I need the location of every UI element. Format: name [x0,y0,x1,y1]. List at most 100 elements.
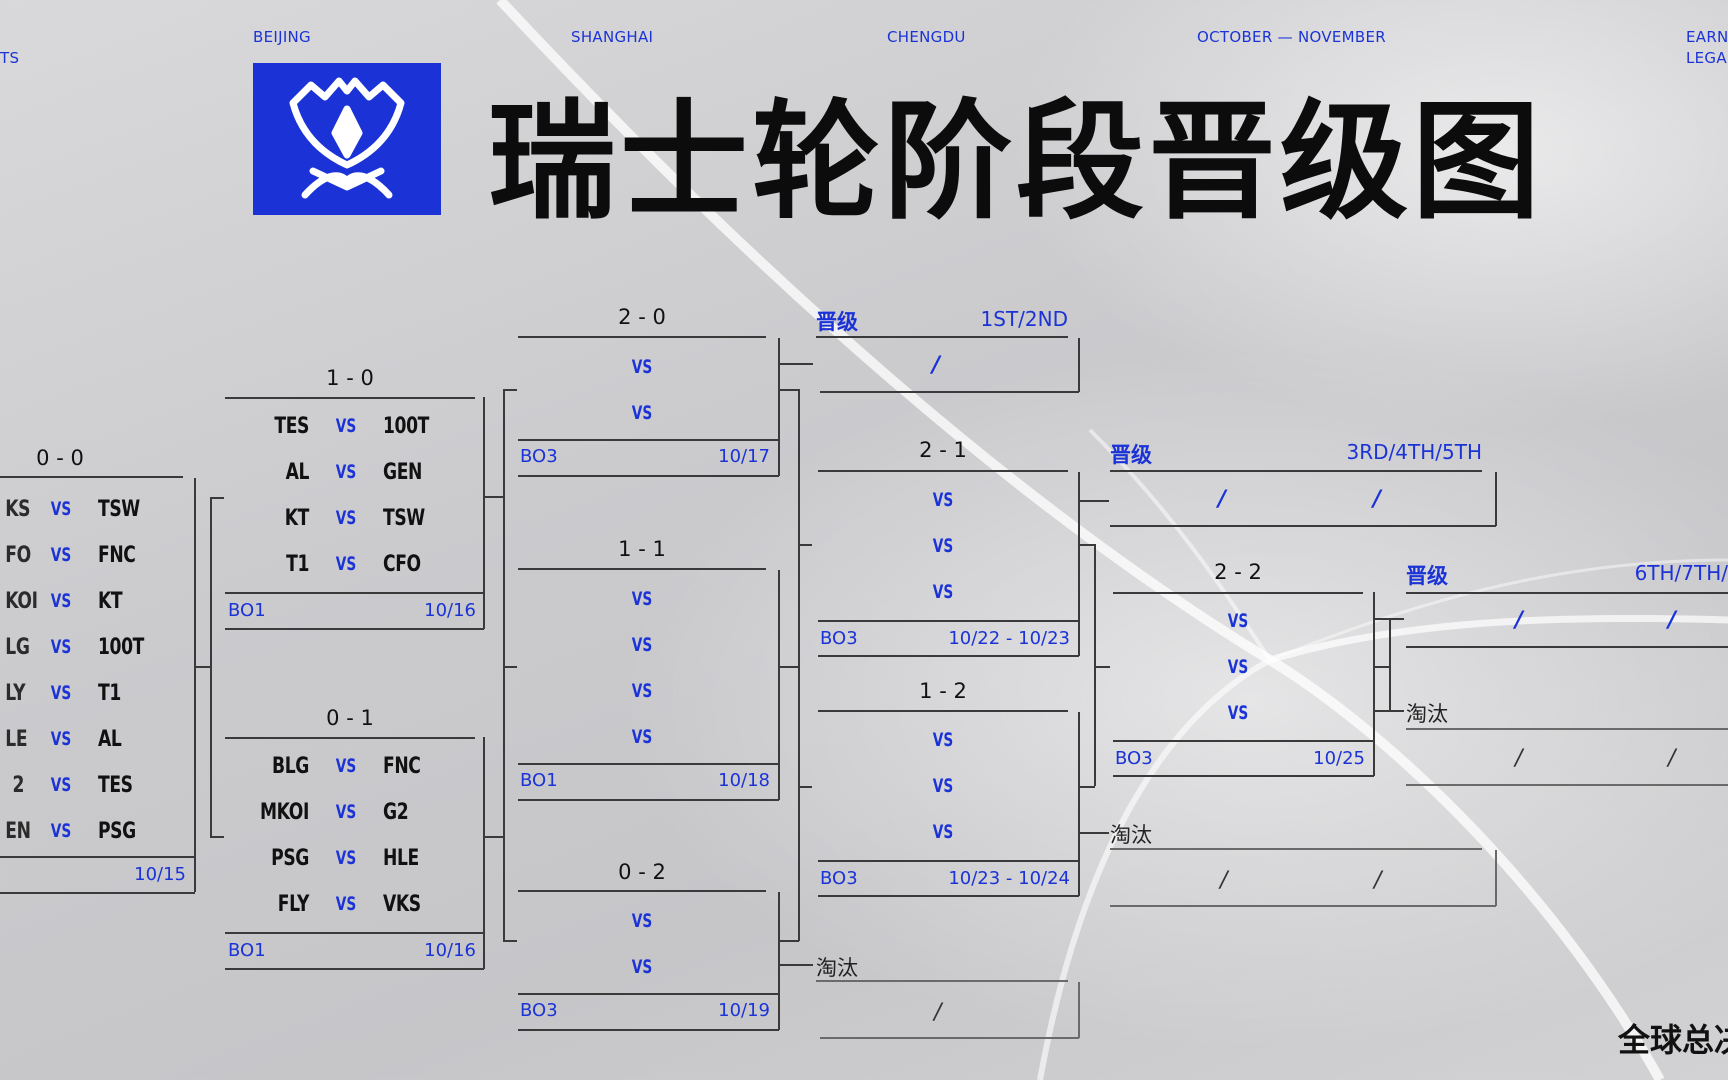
vs-label: VS [50,774,72,796]
eliminated-3-slot-2: / [1668,746,1676,771]
eliminated-1-title: 淘汰 [816,956,858,980]
match-row: MKOI VS G2 [225,789,485,835]
team-right: FNC [383,753,421,779]
vs-label: VS [932,775,954,797]
vs-label: VS [631,956,653,978]
qualified-1-places: 1ST/2ND [980,307,1068,331]
round-0-1-date: 10/16 [424,940,476,961]
round-2-2-format: BO3 [1115,748,1153,769]
team-right: G2 [383,799,409,825]
team-left: TES [274,413,309,439]
vs-label: VS [335,755,357,777]
round-1-2-format: BO3 [820,868,858,889]
vs-label: VS [335,801,357,823]
vs-label: VS [335,847,357,869]
header-dates: OCTOBER — NOVEMBER [1197,28,1387,46]
team-right: 100T [98,634,144,660]
vs-label: VS [1227,656,1249,678]
round-0-2-date: 10/19 [718,1000,770,1021]
round-1-1-label: 1 - 1 [618,537,666,561]
team-left: MKOI [259,799,309,825]
round-1-0-label: 1 - 0 [326,366,374,390]
qualified-2-slot-1: / [1218,487,1227,512]
qualified-3-places: 6TH/7TH/ [1634,561,1728,585]
eliminated-2-slot-2: / [1374,868,1382,893]
vs-label: VS [335,893,357,915]
round-0-1-label: 0 - 1 [326,706,374,730]
team-left: FO [5,542,31,568]
vs-label: VS [50,590,72,612]
team-right: T1 [98,680,121,706]
team-right: KT [98,588,123,614]
vs-label: VS [631,588,653,610]
round-2-1-date: 10/22 - 10/23 [948,628,1070,649]
team-right: PSG [98,818,136,844]
team-left: PSG [271,845,309,871]
round-2-0-label: 2 - 0 [618,305,666,329]
header-city-ts: TS [0,49,20,67]
team-right: CFO [383,551,421,577]
team-right: AL [98,726,122,752]
team-right: GEN [383,459,422,485]
header-city-lega: LEGA [1686,49,1727,67]
qualified-2-places: 3RD/4TH/5TH [1346,440,1482,464]
team-left: BLG [272,753,309,779]
vs-label: VS [1227,610,1249,632]
vs-label: VS [335,415,357,437]
round-1-2-date: 10/23 - 10/24 [948,868,1070,889]
vs-label: VS [631,402,653,424]
worlds-trophy-icon [289,77,405,199]
vs-label: VS [50,728,72,750]
round-2-0-format: BO3 [520,446,558,467]
qualified-3-slot-1: / [1515,608,1524,633]
vs-label: VS [335,507,357,529]
round-1-0-format: BO1 [228,600,266,621]
qualified-3-title: 晋级 [1406,564,1448,588]
header-city-chengdu: CHENGDU [887,28,966,46]
eliminated-2-slot-1: / [1220,868,1228,893]
round-2-0-vs-list: VS VS [518,344,766,436]
header-city-earn: EARN [1686,28,1728,46]
round-1-1-date: 10/18 [718,770,770,791]
vs-label: VS [335,461,357,483]
header-city-beijing: BEIJING [253,28,311,46]
round-2-1-label: 2 - 1 [919,438,967,462]
vs-label: VS [932,581,954,603]
eliminated-3-slot-1: / [1515,746,1523,771]
team-left: FLY [277,891,310,917]
vs-label: VS [50,682,72,704]
round-0-0-date: 10/15 [134,864,186,885]
round-1-0-date: 10/16 [424,600,476,621]
team-left: 2 [12,772,24,798]
match-row: LY VS T1 [0,670,195,716]
eliminated-3-title: 淘汰 [1406,702,1448,726]
qualified-2-title: 晋级 [1110,443,1152,467]
vs-label: VS [932,489,954,511]
round-2-2-label: 2 - 2 [1214,560,1262,584]
round-0-1-format: BO1 [228,940,266,961]
vs-label: VS [932,729,954,751]
header-city-shanghai: SHANGHAI [571,28,654,46]
round-2-1-format: BO3 [820,628,858,649]
round-1-2-label: 1 - 2 [919,679,967,703]
vs-label: VS [1227,702,1249,724]
team-left: KS [5,496,31,522]
vs-label: VS [631,726,653,748]
worlds-logo [253,63,441,215]
qualified-2-slot-2: / [1373,487,1382,512]
team-left: LY [5,680,26,706]
vs-label: VS [631,356,653,378]
